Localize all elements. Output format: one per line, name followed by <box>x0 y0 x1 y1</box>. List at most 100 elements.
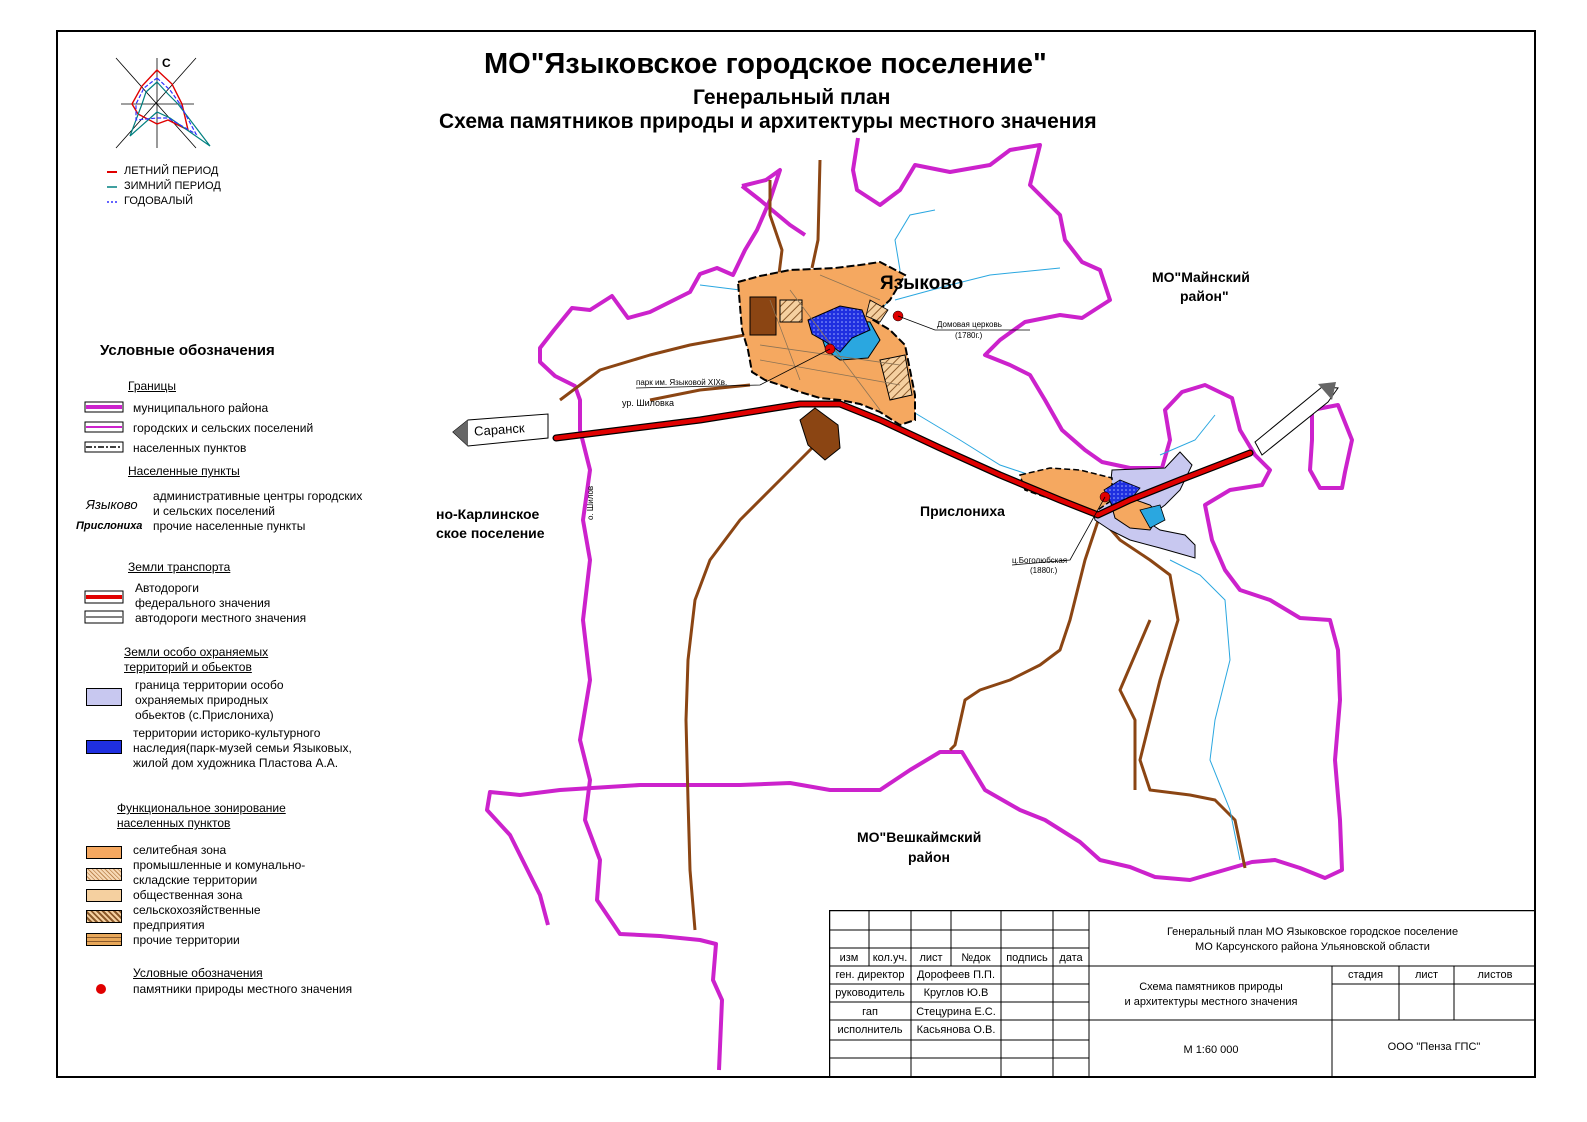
legend-swatch-residential <box>86 846 122 859</box>
label-neighbor-ne-1: МО"Майнский <box>1152 269 1250 285</box>
legend-zone-2: промышленные и комунально- <box>133 858 306 872</box>
stamp-col-list: лист <box>919 952 943 964</box>
stamp-name-2: Круглов Ю.В <box>923 987 989 999</box>
stamp-role-1: ген. директор <box>835 969 905 981</box>
wind-rose <box>115 57 211 149</box>
stamp-project-line-1: Генеральный план МО Языковское городское… <box>1166 926 1459 938</box>
stamp-sheet-title-1: Схема памятников природы <box>1139 981 1283 993</box>
local-roads <box>559 159 1247 931</box>
stamp-name-1: Дорофеев П.П. <box>916 969 996 981</box>
legend-swatch-heritage <box>86 740 122 754</box>
legend-zone-4: общественная зона <box>133 888 243 902</box>
legend-other-sample: Прислониха <box>76 520 143 532</box>
legend-zone-5: сельскохозяйственные <box>133 903 261 917</box>
legend-local-road: автодороги местного значения <box>135 611 307 625</box>
title-block: Генеральный план МО Языковское городское… <box>829 910 1536 1078</box>
title-block-grid <box>829 910 1536 1078</box>
legend-transport-header: Земли транспорта <box>128 560 231 574</box>
north-label: С <box>162 56 171 70</box>
wind-legend-annual: ГОДОВАЛЫЙ <box>124 195 194 207</box>
stamp-col-date: дата <box>1059 952 1083 964</box>
stamp-role-3: гап <box>862 1006 878 1018</box>
callout-church-year: (1780г.) <box>955 331 983 340</box>
legend-protected-2-l1: территории историко-культурного <box>133 726 321 740</box>
legend-zone-7: прочие территории <box>133 933 240 947</box>
legend-protected-1-l1: граница территории особо <box>135 678 284 692</box>
legend-title: Условные обозначения <box>100 342 275 359</box>
legend-admin-text-2: и сельских поселений <box>153 504 276 518</box>
label-tract: ур. Шиловка <box>622 398 674 408</box>
stamp-sheets-header: листов <box>1477 969 1513 981</box>
legend-line-samples <box>84 171 124 994</box>
legend-zone-3: складские территории <box>133 873 258 887</box>
wind-legend-winter: ЗИМНИЙ ПЕРИОД <box>124 180 221 192</box>
label-neighbor-w-2: ское поселение <box>436 525 545 541</box>
stamp-name-3: Стецурина Е.С. <box>916 1006 996 1018</box>
wind-legend-summer: ЛЕТНИЙ ПЕРИОД <box>124 165 219 177</box>
drawing-frame <box>56 30 1536 1078</box>
legend-swatch-industrial <box>86 868 122 881</box>
stamp-name-4: Касьянова О.В. <box>916 1024 996 1036</box>
agricultural-parcel <box>799 407 841 461</box>
stamp-sheet-title-2: и архитектуры местного значения <box>1124 996 1298 1008</box>
settlement-yazykovo <box>736 260 916 427</box>
legend-swatch-public <box>86 889 122 902</box>
label-prislonikha: Прислониха <box>920 503 1005 519</box>
label-neighbor-s-2: район <box>908 849 950 865</box>
legend-zone-1: селитебная зона <box>133 843 227 857</box>
stamp-col-ndoc: №док <box>961 952 991 964</box>
map-title: МО"Языковское городское поселение" <box>484 48 1047 80</box>
legend-zoning-header-2: населенных пунктов <box>117 816 231 830</box>
stamp-company: ООО "Пенза ГПС" <box>1387 1041 1481 1053</box>
callout-lines <box>635 315 1106 566</box>
legend-zone-6: предприятия <box>133 918 205 932</box>
legend-protected-1-l2: охраняемых природных <box>135 693 269 707</box>
callout-park: парк им. Языковой XIXв. <box>636 378 728 387</box>
callout-church: Домовая церковь <box>937 320 1002 329</box>
stamp-project-line-2: МО Карсунского района Ульяновской област… <box>1195 941 1430 953</box>
map-subtitle: Генеральный план <box>693 86 891 109</box>
label-river: о. Шилов <box>586 485 595 520</box>
label-neighbor-ne-2: район" <box>1180 288 1229 304</box>
stamp-sheet-header: лист <box>1414 969 1439 981</box>
legend-swatch-protected <box>86 688 122 706</box>
legend-monuments-header: Условные обозначения <box>133 966 263 980</box>
legend-borders-header: Границы <box>128 379 176 393</box>
stamp-col-kol: кол.уч. <box>872 952 908 964</box>
legend-admin-text-1: административные центры городских <box>153 489 363 503</box>
legend-zoning-header-1: Функциональное зонирование <box>117 801 286 815</box>
callout-bogolyubskaya: ц.Боголюбская <box>1012 556 1068 565</box>
legend-settlements-header: Населенные пункты <box>128 464 240 478</box>
legend-protected-2-l3: жилой дом художника Пластова А.А. <box>133 756 339 770</box>
stamp-col-izm: изм <box>839 952 859 964</box>
legend-protected-1-l3: обьектов (с.Прислониха) <box>135 708 274 722</box>
legend-swatch-agricultural <box>86 910 122 923</box>
label-neighbor-s-1: МО"Вешкаймский <box>857 829 982 845</box>
legend-protected-header-2: территорий и обьектов <box>124 660 252 674</box>
legend-border-municipal: муниципального района <box>133 401 269 415</box>
label-neighbor-w-1: но-Карлинское <box>436 506 540 522</box>
stamp-role-4: исполнитель <box>837 1024 903 1036</box>
legend-admin-sample: Языково <box>86 497 138 512</box>
settlement-prislonikha <box>1019 451 1196 559</box>
federal-road <box>552 400 1254 519</box>
legend-swatch-other <box>86 933 122 946</box>
legend-other-text: прочие населенные пункты <box>153 519 306 533</box>
stamp-role-2: руководитель <box>835 987 905 999</box>
legend-federal-2: федерального значения <box>135 596 271 610</box>
callout-bogolyubskaya-year: (1880г.) <box>1030 566 1058 575</box>
legend-border-settlement: городских и сельских поселений <box>133 421 314 435</box>
stamp-col-sign: подпись <box>1006 952 1048 964</box>
municipal-border <box>485 137 1354 1071</box>
label-yazykovo: Языково <box>880 273 964 294</box>
road-direction-arrows <box>452 382 1339 456</box>
stamp-scale: М 1:60 000 <box>1183 1044 1239 1056</box>
stamp-stage-header: стадия <box>1347 969 1384 981</box>
legend-federal-1: Автодороги <box>135 581 199 595</box>
map-subtitle-2: Схема памятников природы и архитектуры м… <box>439 110 1097 133</box>
legend-protected-2-l2: наследия(парк-музей семьи Языковых, <box>133 741 352 755</box>
legend-border-locality: населенных пунктов <box>133 441 247 455</box>
legend-protected-header-1: Земли особо охраняемых <box>124 645 269 659</box>
legend-monuments-item: памятники природы местного значения <box>133 982 353 996</box>
